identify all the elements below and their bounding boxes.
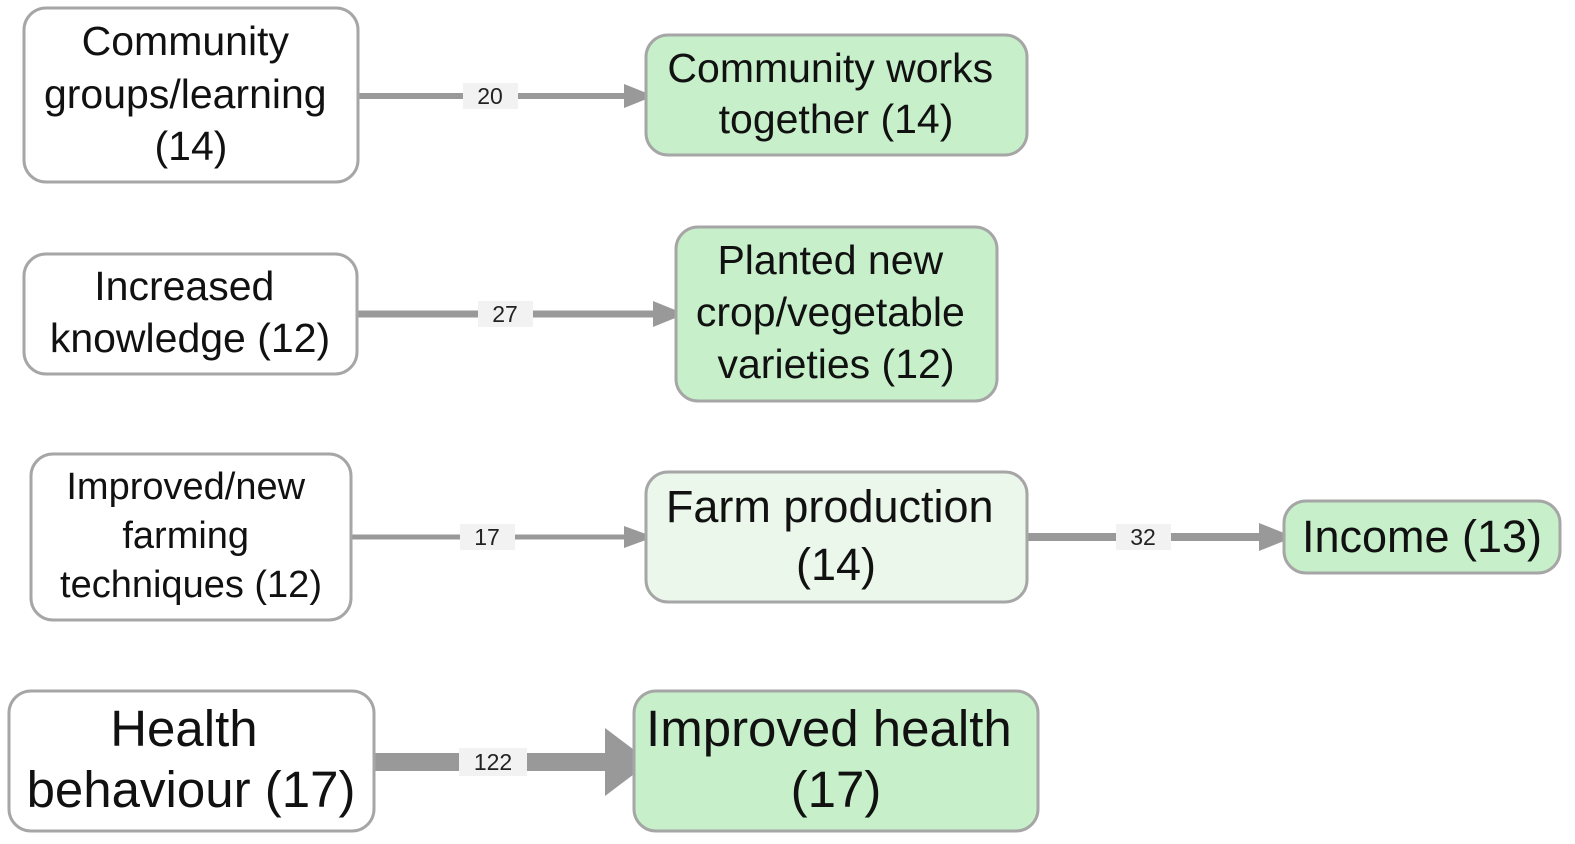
node-health-behaviour[interactable]: Health behaviour (17) bbox=[7, 689, 376, 833]
node-improved-farming-techniques[interactable]: Improved/new farming techniques (12) bbox=[29, 452, 353, 622]
node-label: Improved health (17) bbox=[646, 700, 1026, 818]
node-label: Improved/new farming techniques (12) bbox=[60, 466, 322, 606]
edge-farming-techniques-to-farm-production[interactable]: 17 bbox=[351, 524, 654, 550]
edge-label-20: 20 bbox=[477, 83, 503, 109]
node-increased-knowledge[interactable]: Increased knowledge (12) bbox=[22, 252, 359, 376]
edge-label-32: 32 bbox=[1130, 524, 1156, 550]
edge-health-behaviour-to-improved-health[interactable]: 122 bbox=[374, 728, 650, 796]
node-community-works-together[interactable]: Community works together (14) bbox=[644, 33, 1029, 157]
edge-label-122: 122 bbox=[474, 749, 512, 775]
node-label: Community groups/learning (14) bbox=[44, 18, 338, 169]
edge-increased-knowledge-to-planted-varieties[interactable]: 27 bbox=[357, 301, 685, 327]
node-label: Planted new crop/vegetable varieties (12… bbox=[696, 237, 976, 387]
node-label: Increased knowledge (12) bbox=[50, 263, 330, 361]
edge-community-groups-to-community-works[interactable]: 20 bbox=[358, 83, 654, 109]
edge-farm-production-to-income[interactable]: 32 bbox=[1027, 523, 1294, 551]
node-label: Community works together (14) bbox=[667, 45, 1004, 142]
node-label: Income (13) bbox=[1302, 511, 1542, 562]
node-planted-new-varieties[interactable]: Planted new crop/vegetable varieties (12… bbox=[674, 225, 999, 403]
edge-label-17: 17 bbox=[474, 524, 500, 550]
node-income[interactable]: Income (13) bbox=[1282, 499, 1562, 575]
edge-label-27: 27 bbox=[492, 301, 518, 327]
node-label: Farm production (14) bbox=[666, 481, 1006, 590]
node-label: Health behaviour (17) bbox=[27, 700, 356, 818]
node-community-groups-learning[interactable]: Community groups/learning (14) bbox=[22, 6, 360, 184]
node-farm-production[interactable]: Farm production (14) bbox=[644, 470, 1029, 604]
node-improved-health[interactable]: Improved health (17) bbox=[632, 689, 1040, 833]
